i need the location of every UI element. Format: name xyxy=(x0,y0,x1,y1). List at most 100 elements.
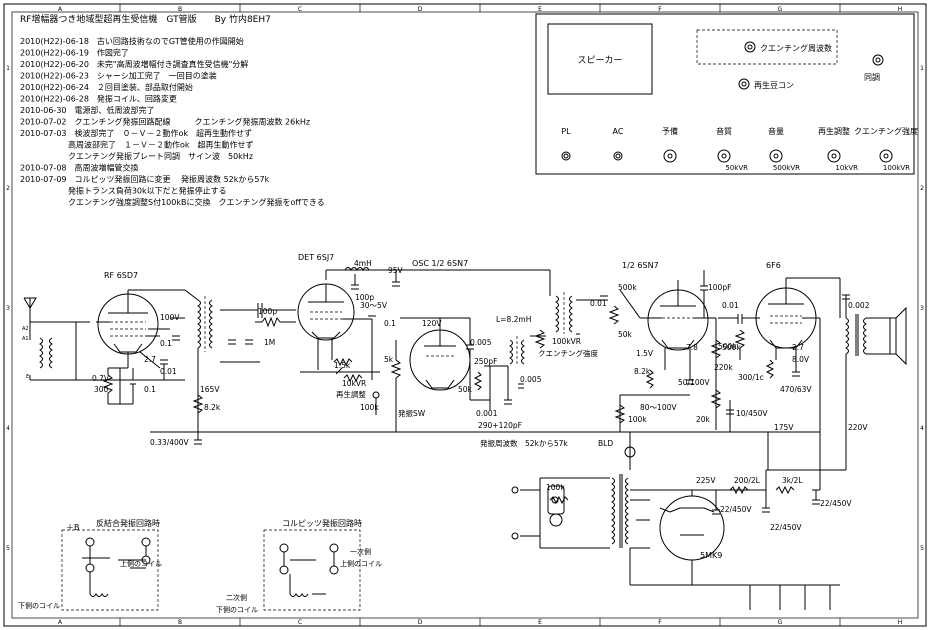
svg-text:発振SW: 発振SW xyxy=(398,408,426,418)
svg-text:470/63V: 470/63V xyxy=(780,385,812,394)
border-row-mark: 1 xyxy=(920,65,924,72)
rectifier-tube-label: 5MK9 xyxy=(700,551,722,560)
history-line: 2010(H22)-06-20 未完"高周波増幅付き調査真性受信機"分解 xyxy=(20,59,248,69)
knob-value: 50kVR xyxy=(725,164,748,172)
svg-text:再生調整: 再生調整 xyxy=(336,389,366,399)
svg-text:二次側: 二次側 xyxy=(226,593,247,602)
svg-text:10/450V: 10/450V xyxy=(736,409,768,418)
svg-text:50k: 50k xyxy=(618,330,633,339)
border-col-mark: G xyxy=(778,619,783,626)
tuning-label: 同調 xyxy=(864,72,880,82)
knob-icon xyxy=(717,149,731,163)
border-col-mark: H xyxy=(898,6,903,13)
svg-text:8.2k: 8.2k xyxy=(204,403,221,412)
af-tube-label: 1/2 6SN7 xyxy=(622,261,659,270)
svg-text:8.2k: 8.2k xyxy=(634,367,651,376)
svg-text:BLD: BLD xyxy=(598,439,613,448)
svg-text:120V: 120V xyxy=(422,319,442,328)
svg-text:100V: 100V xyxy=(160,313,180,322)
feedback-osc-inset xyxy=(61,529,159,611)
border-row-mark: 1 xyxy=(6,65,10,72)
knob-value: 500kVR xyxy=(773,164,800,172)
svg-text:100k: 100k xyxy=(546,483,565,492)
panel-knob: AC xyxy=(613,127,624,161)
svg-text:30～5V: 30～5V xyxy=(360,301,388,310)
svg-text:100p: 100p xyxy=(258,307,277,316)
border-col-mark: F xyxy=(658,619,662,626)
drawing-title: RF増幅器つき地域型超再生受信機 GT管版 By 竹内8EH7 xyxy=(20,13,271,25)
rf-tube-label: RF 6SD7 xyxy=(104,271,138,280)
svg-text:10kVR: 10kVR xyxy=(342,379,366,388)
border-col-mark: E xyxy=(538,6,542,13)
border-col-mark: B xyxy=(178,6,182,13)
svg-text:100k: 100k xyxy=(628,415,647,424)
svg-text:0.7V: 0.7V xyxy=(92,374,110,383)
svg-text:50/100V: 50/100V xyxy=(678,378,710,387)
knob-icon xyxy=(613,151,623,161)
svg-text:100pF: 100pF xyxy=(708,283,731,292)
border-col-mark: H xyxy=(898,619,903,626)
revision-history: 2010(H22)-06-18 古い回路技術なのでGT管使用の作図開始2010(… xyxy=(20,36,325,207)
svg-text:上側のコイル: 上側のコイル xyxy=(340,559,382,568)
history-line: 2010-07-03 検波部完了 ０－Ｖ－２動作ok 超再生動作せず xyxy=(20,128,252,138)
svg-text:上側のコイル: 上側のコイル xyxy=(120,559,162,568)
svg-text:0.33/400V: 0.33/400V xyxy=(150,438,190,447)
speaker-symbol xyxy=(889,317,897,355)
knob-label: 音量 xyxy=(768,126,784,136)
svg-text:下側のコイル: 下側のコイル xyxy=(216,605,258,614)
border-col-mark: C xyxy=(298,619,302,626)
pilot-lamp xyxy=(549,513,563,527)
det-tube-label: DET 6SJ7 xyxy=(298,253,334,262)
panel-knob: 予備 xyxy=(662,126,678,163)
knob-label: 音質 xyxy=(716,126,732,136)
svg-text:95V: 95V xyxy=(388,266,404,275)
history-line: 発振トランス負荷30k以下だと発振停止する xyxy=(20,186,227,196)
osc-tube-label: OSC 1/2 6SN7 xyxy=(412,259,468,268)
svg-text:0.01: 0.01 xyxy=(590,299,607,308)
panel-knob: 音質 50kVR xyxy=(716,126,748,172)
border-row-mark: 4 xyxy=(6,425,10,432)
panel-knob: PL xyxy=(561,127,571,161)
border-col-mark: D xyxy=(418,6,423,13)
knob-value: 100kVR xyxy=(883,164,910,172)
panel-knob: クエンチング強度 100kVR xyxy=(854,126,918,172)
history-line: 2010(H22)-06-24 ２回目塗装、部品取付開始 xyxy=(20,82,193,92)
knob-icon xyxy=(769,149,783,163)
svg-text:A2: A2 xyxy=(22,326,29,332)
border-row-mark: 5 xyxy=(920,545,924,552)
svg-text:3k/2L: 3k/2L xyxy=(782,476,803,485)
svg-text:0.1: 0.1 xyxy=(144,385,156,394)
svg-text:8.0V: 8.0V xyxy=(792,355,810,364)
svg-text:E: E xyxy=(26,374,29,380)
border-col-mark: G xyxy=(778,6,783,13)
svg-text:300/1c: 300/1c xyxy=(738,373,764,382)
svg-text:2.7: 2.7 xyxy=(792,343,804,352)
history-line: 2010(H22)-06-19 作図完了 xyxy=(20,48,129,58)
svg-text:175V: 175V xyxy=(774,423,794,432)
svg-text:300: 300 xyxy=(94,385,109,394)
knob-icon xyxy=(879,149,893,163)
knob-icon xyxy=(663,149,677,163)
svg-text:100p: 100p xyxy=(355,293,374,302)
colpitts-inset-title: コルピッツ発振回路時 xyxy=(282,518,362,528)
knob-label: AC xyxy=(613,127,624,136)
history-line: 2010(H22)-06-23 シャーシ加工完了 一回目の塗装 xyxy=(20,71,217,81)
history-line: 2010(H22)-06-28 発振コイル、回路変更 xyxy=(20,94,177,104)
border-row-mark: 5 xyxy=(6,545,10,552)
border-col-mark: C xyxy=(298,6,302,13)
quench-box xyxy=(696,29,838,65)
svg-text:80～100V: 80～100V xyxy=(640,403,677,412)
svg-text:500k: 500k xyxy=(718,342,737,351)
knob-label: クエンチング強度 xyxy=(854,126,918,136)
speaker-box xyxy=(547,23,653,95)
svg-text:一次側: 一次側 xyxy=(350,547,371,556)
knob-icon xyxy=(827,149,841,163)
svg-text:220V: 220V xyxy=(848,423,868,432)
svg-text:100k: 100k xyxy=(360,403,379,412)
svg-text:5k: 5k xyxy=(384,355,394,364)
svg-text:クエンチング強度: クエンチング強度 xyxy=(538,348,598,358)
